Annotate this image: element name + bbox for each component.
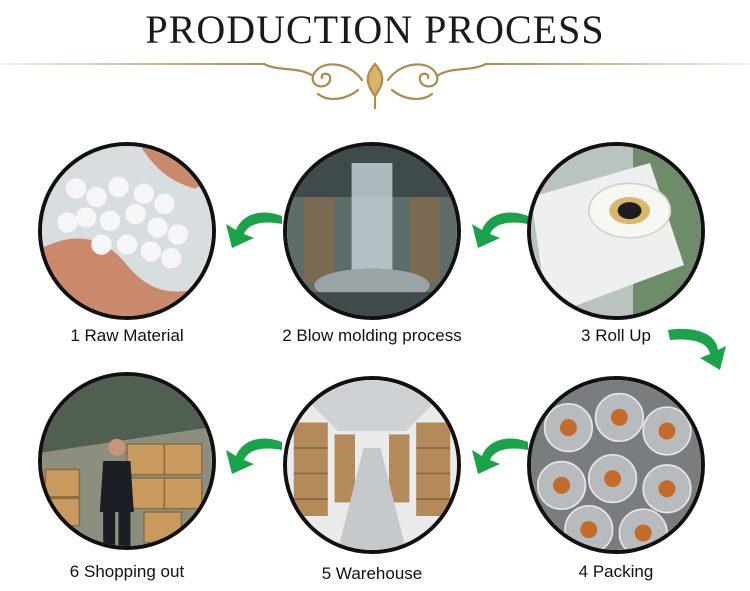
shipping-photo (38, 372, 216, 550)
arrow-left-icon (468, 430, 532, 482)
step-label: 6 Shopping out (69, 562, 185, 581)
step-label: 1 Raw Material (70, 326, 184, 345)
packing-photo (527, 376, 705, 554)
arrow-left-icon (222, 430, 286, 482)
blow-molding-photo (283, 142, 461, 320)
ornament-flourish (262, 62, 488, 110)
divider-left (0, 63, 265, 65)
raw-material-photo (38, 142, 216, 320)
step-label: 2 Blow molding process (282, 326, 462, 345)
step-label: 3 Roll Up (581, 326, 651, 345)
divider-right (485, 63, 750, 65)
arrow-down-icon (664, 322, 728, 374)
step-label: 5 Warehouse (321, 564, 423, 583)
arrow-left-icon (468, 204, 532, 256)
warehouse-photo (283, 376, 461, 554)
step-label: 4 Packing (578, 562, 654, 581)
arrow-left-icon (222, 204, 286, 256)
roll-up-photo (527, 142, 705, 320)
page-title: PRODUCTION PROCESS (145, 7, 605, 52)
